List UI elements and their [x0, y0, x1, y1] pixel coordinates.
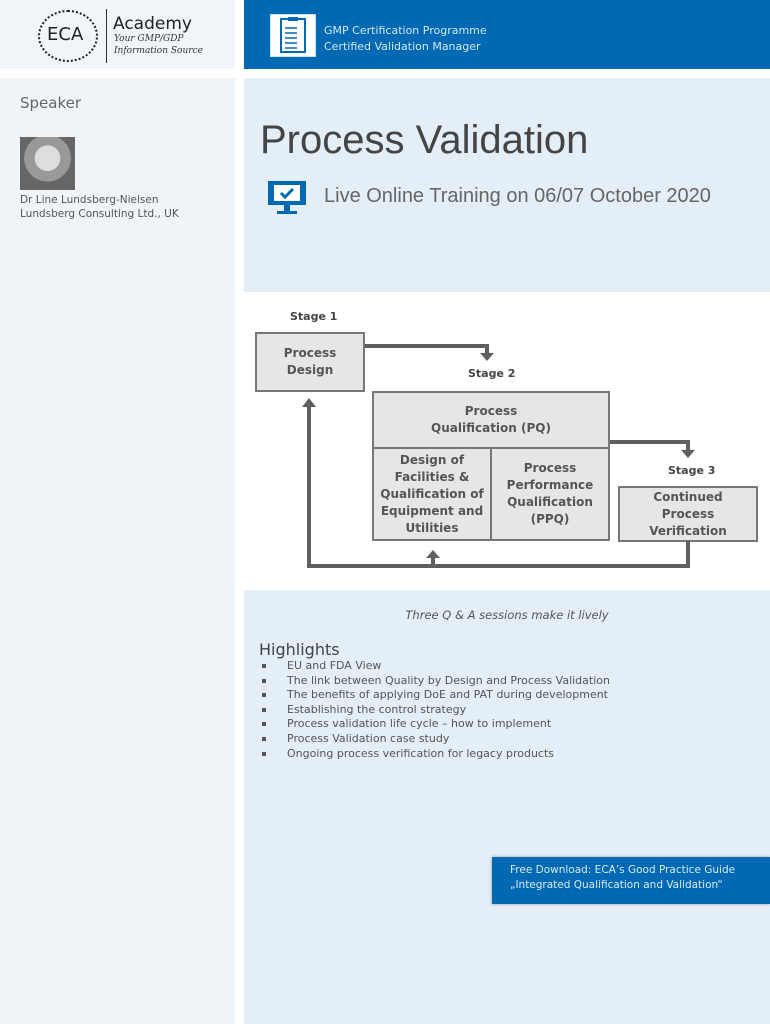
logo-name: Academy	[113, 14, 192, 34]
qa-tagline: Three Q & A sessions make it lively	[405, 608, 609, 622]
logo-tagline: Your GMP/GDP	[114, 34, 184, 44]
continued-process-verification-box: Continued Process Verification	[618, 486, 758, 542]
logo-divider	[106, 9, 107, 63]
logo-mark: ECA	[47, 24, 84, 45]
stage-1-label: Stage 1	[290, 310, 338, 323]
eca-stars-mark	[38, 10, 98, 62]
highlight-item: Establishing the control strategy	[244, 703, 610, 718]
stage-2-label: Stage 2	[468, 367, 516, 380]
highlight-item: The link between Quality by Design and P…	[244, 674, 610, 689]
speaker-company: Lundsberg Consulting Ltd., UK	[20, 208, 179, 220]
training-date: Live Online Training on 06/07 October 20…	[324, 185, 711, 207]
highlight-item: Process validation life cycle – how to i…	[244, 717, 610, 732]
speaker-photo	[20, 137, 75, 190]
highlights-panel: Three Q & A sessions make it lively High…	[244, 590, 770, 1024]
speaker-heading: Speaker	[20, 94, 82, 112]
clipboard-checklist-icon	[270, 14, 316, 57]
process-qualification-box: Process Qualification (PQ)	[372, 391, 610, 449]
header-programme: GMP Certification Programme	[324, 24, 487, 37]
highlight-item: The benefits of applying DoE and PAT dur…	[244, 688, 610, 703]
highlight-item: Ongoing process verification for legacy …	[244, 747, 610, 762]
eca-academy-logo: ECA Academy Your GMP/GDP Information Sou…	[0, 0, 235, 69]
highlight-item: Process Validation case study	[244, 732, 610, 747]
page-title: Process Validation	[260, 118, 589, 162]
process-design-box: Process Design	[255, 332, 365, 392]
free-download-link[interactable]: Free Download: ECA’s Good Practice Guide…	[492, 857, 770, 904]
feedback-loop-arrow	[686, 541, 690, 568]
highlight-item: EU and FDA View	[244, 659, 610, 674]
speaker-name: Dr Line Lundsberg-Nielsen	[20, 194, 159, 206]
speaker-panel: Speaker Dr Line Lundsberg-Nielsen Lundsb…	[0, 78, 235, 1024]
monitor-check-icon	[267, 180, 307, 220]
header-certificate: Certified Validation Manager	[324, 40, 481, 53]
download-line1: Free Download: ECA’s Good Practice Guide	[510, 864, 736, 876]
stage-3-label: Stage 3	[668, 464, 716, 477]
arrow-stage1-to-stage2	[365, 344, 489, 348]
facilities-qualification-box: Design of Facilities & Qualification of …	[372, 447, 492, 541]
highlights-heading: Highlights	[259, 640, 340, 659]
download-line2: „Integrated Qualification and Validation…	[510, 879, 723, 891]
logo-tagline: Information Source	[114, 46, 203, 56]
arrow-stage2-to-stage3	[610, 440, 690, 444]
hero-panel: Process Validation Live Online Training …	[244, 78, 770, 292]
programme-header	[244, 0, 770, 69]
ppq-box: Process Performance Qualification (PPQ)	[490, 447, 610, 541]
